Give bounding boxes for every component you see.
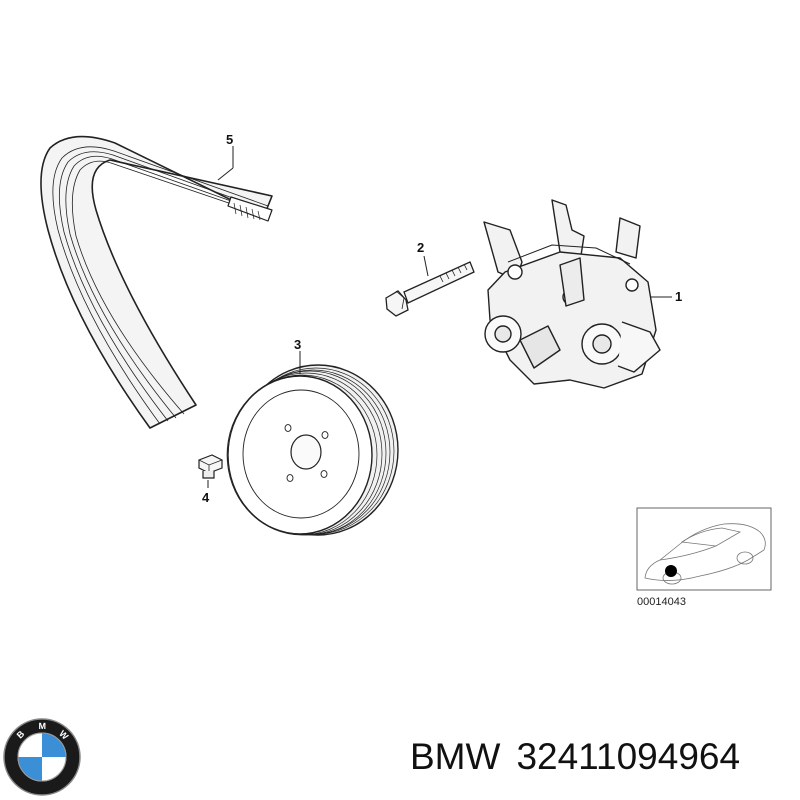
svg-text:M: M [38,721,46,731]
brand-text: BMW [410,736,501,777]
logo-letter-b: B [15,728,27,740]
callout-label-4: 4 [202,490,210,505]
part-number-line: BMW 32411094964 [410,736,790,786]
location-marker [665,565,677,577]
callout-label-2: 2 [417,240,424,255]
location-thumbnail: 00014043 [636,507,772,608]
callout-pulley: 3 [294,337,301,374]
steering-pump [483,199,661,389]
callout-pump: 1 [650,289,682,304]
part-number: 32411094964 [516,736,741,777]
callout-label-1: 1 [675,289,682,304]
callout-label-5: 5 [226,132,233,147]
drive-belt [40,135,273,429]
pulley [226,364,399,536]
callout-belt: 5 [217,132,234,181]
callout-screw: 4 [202,480,210,505]
bmw-logo: B M W [3,718,81,796]
bolt [385,261,475,317]
screw [198,454,223,479]
car-outline [644,523,766,585]
callout-bolt: 2 [417,240,429,277]
thumbnail-code: 00014043 [637,596,686,608]
callout-label-3: 3 [294,337,301,352]
logo-lettering: B [15,728,27,740]
logo-letter-m: M [38,721,46,731]
